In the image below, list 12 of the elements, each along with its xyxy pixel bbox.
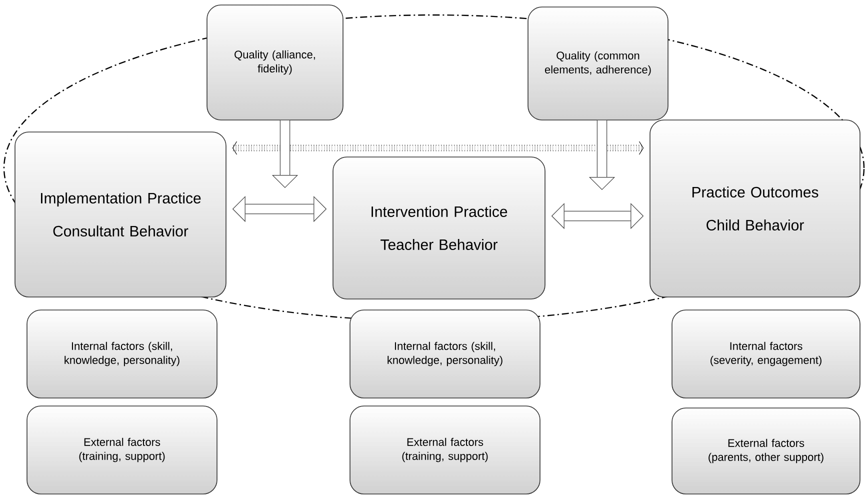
process-box: Implementation Practice Consultant Behavior — [14, 132, 226, 298]
factor-box: Internal factors (skill, knowledge, personality) — [350, 310, 540, 398]
factor-box: External factors (training, support) — [26, 406, 218, 494]
dotted-arrow — [232, 141, 644, 155]
quality-box: Quality (common elements, adherence) — [528, 6, 668, 120]
process-box: Practice Outcomes Child Behavior — [650, 120, 860, 298]
factor-box: External factors (training, support) — [350, 406, 540, 494]
quality-box: Quality (alliance, fidelity) — [206, 4, 344, 120]
factor-box: External factors (parents, other support) — [672, 408, 860, 494]
factor-box: Internal factors (severity, engagement) — [672, 310, 860, 398]
factor-box: Internal factors (skill, knowledge, personality) — [26, 310, 218, 398]
process-box: Intervention Practice Teacher Behavior — [332, 156, 546, 300]
